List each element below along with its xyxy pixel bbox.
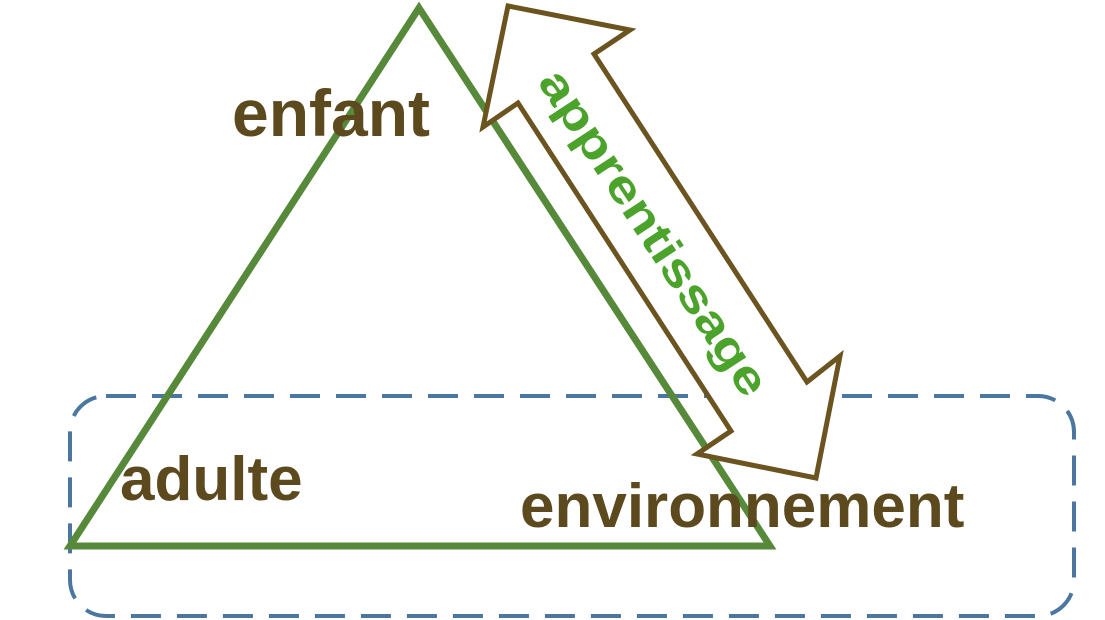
node-label-adulte: adulte (120, 445, 303, 514)
triangle-shape (63, 1, 777, 550)
double-arrow (479, 3, 844, 481)
node-label-environnement: environnement (520, 472, 964, 541)
node-label-enfant: enfant (232, 76, 430, 150)
dashed-group-box (68, 394, 1076, 618)
